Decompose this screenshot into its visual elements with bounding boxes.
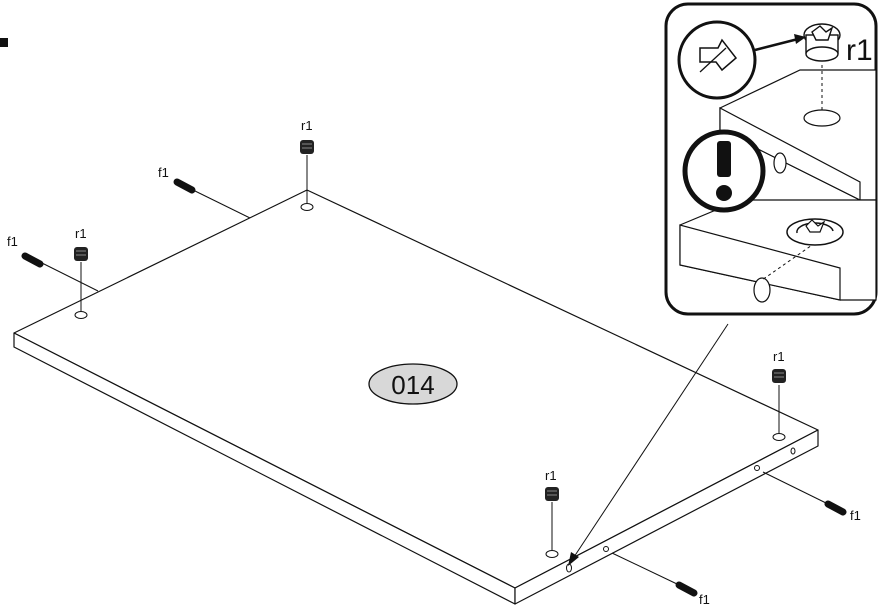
cam-holes	[74, 203, 786, 558]
detail-callout: r1	[664, 2, 878, 316]
cam-label: r1	[301, 118, 313, 133]
edge-holes	[566, 447, 796, 573]
edge-hole	[566, 563, 572, 573]
part-number-badge: 014	[368, 363, 458, 405]
cam-fitting-detail	[803, 23, 841, 62]
dowel-label: f1	[158, 165, 169, 180]
edge-hole	[754, 465, 760, 471]
corner-marker	[0, 38, 8, 47]
cam-fitting	[772, 369, 786, 383]
dowel	[675, 581, 698, 597]
dowel-label: f1	[850, 508, 861, 523]
cam-fitting	[74, 247, 88, 261]
exclamation-icon	[682, 129, 766, 213]
magnifier-icon	[677, 20, 757, 100]
cam-fitting	[300, 140, 314, 154]
guide-lines	[41, 155, 827, 585]
dowel	[173, 178, 196, 194]
part-number: 014	[391, 370, 434, 400]
hole	[772, 433, 786, 441]
board-right-edge	[514, 429, 819, 605]
cam-label: r1	[75, 226, 87, 241]
dowel-label: f1	[7, 234, 18, 249]
dowel	[824, 500, 847, 516]
hole	[545, 550, 559, 558]
dowel	[21, 252, 44, 268]
dowel-label: f1	[699, 592, 710, 607]
cam-label: r1	[773, 349, 785, 364]
cam-fitting	[545, 487, 559, 501]
hole	[300, 203, 314, 211]
edge-hole	[603, 546, 609, 552]
cam-rotation-icon	[786, 218, 844, 246]
hole	[74, 311, 88, 319]
edge-hole	[790, 447, 796, 455]
leader-arrowhead	[568, 552, 579, 566]
cam-label: r1	[545, 468, 557, 483]
detail-cam-label: r1	[846, 34, 873, 67]
